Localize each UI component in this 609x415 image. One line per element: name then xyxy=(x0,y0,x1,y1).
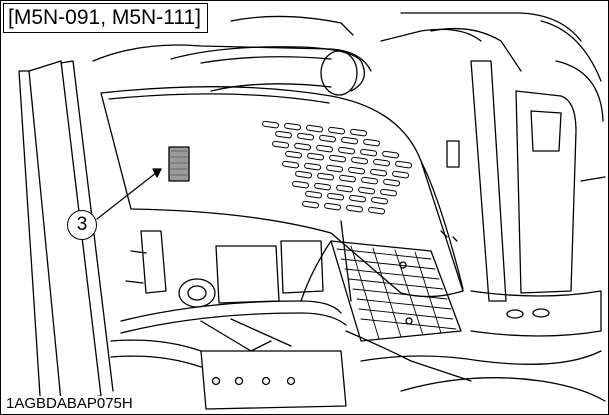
vent-slot xyxy=(272,140,290,149)
vent-slot xyxy=(395,160,413,169)
callout-3-leader xyxy=(96,168,162,220)
right-side-components xyxy=(446,60,606,337)
vent-slot xyxy=(349,194,367,203)
vent-slot xyxy=(275,130,293,139)
left-pillar xyxy=(18,60,114,412)
vent-slot xyxy=(262,120,280,129)
vent-slot xyxy=(371,196,389,205)
vent-slot xyxy=(383,178,401,187)
vent-slot xyxy=(319,134,337,143)
vent-slot xyxy=(360,148,378,157)
callout-3-arrowhead xyxy=(152,168,162,178)
vent-slot xyxy=(324,202,342,211)
vent-slot xyxy=(328,126,346,135)
vent-slots xyxy=(262,120,413,215)
vent-slot xyxy=(316,144,334,153)
vent-slot xyxy=(282,160,300,169)
engine-lower-components xyxy=(110,220,606,410)
figure-code: 1AGBDABAP075H xyxy=(4,395,135,412)
vent-slot xyxy=(297,132,315,141)
vent-slot xyxy=(329,154,347,163)
vent-slot xyxy=(302,200,320,209)
vent-slot xyxy=(295,170,313,179)
vent-slot xyxy=(361,176,379,185)
vent-slot xyxy=(339,174,357,183)
lower-grille xyxy=(330,240,462,342)
vent-slot xyxy=(358,186,376,195)
vent-slot xyxy=(351,156,369,165)
model-label: [M5N-091, M5N-111] xyxy=(3,3,208,33)
vent-slot xyxy=(338,146,356,155)
vent-slot xyxy=(327,192,345,201)
vent-slot xyxy=(284,122,302,131)
vent-slot xyxy=(306,124,324,133)
vent-slot xyxy=(292,180,310,189)
vent-slot xyxy=(392,170,410,179)
vent-slot xyxy=(350,128,368,137)
vent-slot xyxy=(341,136,359,145)
upper-hood-components xyxy=(92,12,602,96)
vent-slot xyxy=(373,158,391,167)
vent-slot xyxy=(294,142,312,151)
vent-slot xyxy=(348,166,366,175)
vent-slot xyxy=(370,168,388,177)
vent-slot xyxy=(326,164,344,173)
vent-slot xyxy=(346,204,364,213)
vent-slot xyxy=(304,162,322,171)
side-cover-panel xyxy=(100,86,464,298)
callout-number-3: 3 xyxy=(67,210,97,240)
vent-slot xyxy=(380,188,398,197)
vent-slot xyxy=(368,206,386,215)
vent-slot xyxy=(307,152,325,161)
vent-slot xyxy=(363,138,381,147)
vent-slot xyxy=(285,150,303,159)
decal-label xyxy=(168,146,190,182)
vent-slot xyxy=(317,172,335,181)
vent-slot xyxy=(314,182,332,191)
vent-slot xyxy=(336,184,354,193)
vent-slot xyxy=(382,150,400,159)
vent-slot xyxy=(305,190,323,199)
